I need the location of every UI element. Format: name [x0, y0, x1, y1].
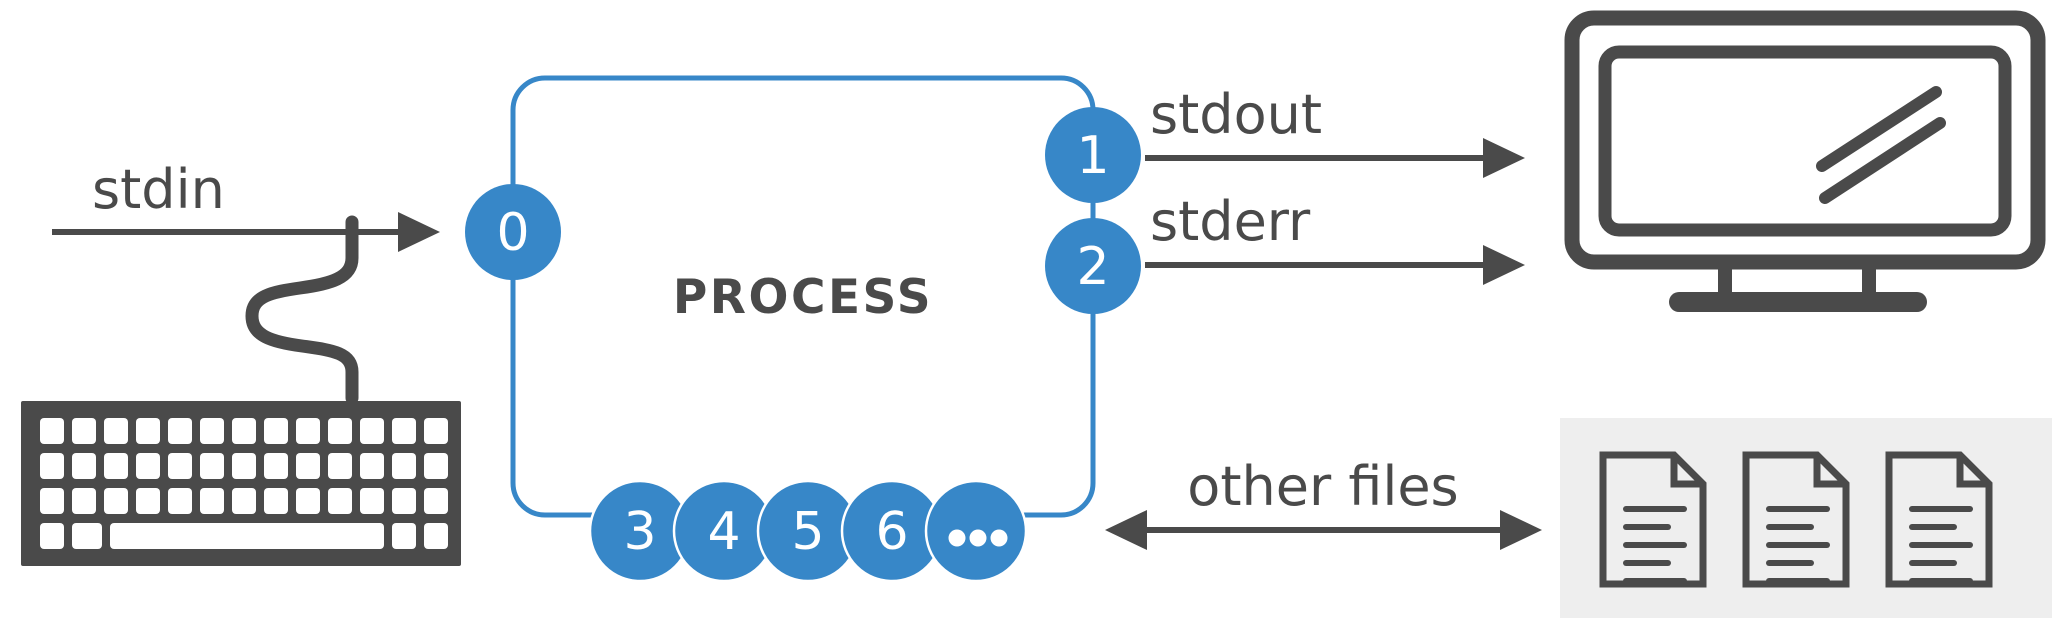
fd-1-label: 1	[1076, 126, 1109, 186]
fd-1-node[interactable]: 1	[1045, 107, 1141, 203]
stdin-arrow	[52, 212, 440, 252]
fd-3-node[interactable]: 3	[588, 479, 692, 583]
ellipsis-icon	[948, 529, 1008, 547]
file-icon-2	[1742, 451, 1850, 588]
stdout-arrow	[1145, 138, 1525, 178]
fd-0-node[interactable]: 0	[465, 184, 561, 280]
stderr-arrow	[1145, 245, 1525, 285]
fd-4-label: 4	[707, 502, 740, 562]
fd-2-node[interactable]: 2	[1045, 218, 1141, 314]
storage-panel	[1560, 418, 2052, 618]
monitor-icon	[1564, 10, 2046, 312]
keyboard-icon	[21, 215, 461, 566]
file-icon-3	[1885, 451, 1993, 588]
fd-5-label: 5	[791, 502, 824, 562]
stdin-label: stdin	[92, 158, 225, 221]
fd-more-node[interactable]	[924, 479, 1028, 583]
fd-2-label: 2	[1076, 237, 1109, 297]
other-files-arrow	[1105, 510, 1542, 550]
fd-3-label: 3	[623, 502, 656, 562]
stdout-label: stdout	[1150, 83, 1322, 146]
fd-0-label: 0	[496, 203, 529, 263]
fd-6-label: 6	[875, 502, 908, 562]
fd-5-node[interactable]: 5	[756, 479, 860, 583]
stderr-label: stderr	[1150, 190, 1311, 253]
process-label: PROCESS	[673, 270, 933, 325]
file-icon-1	[1599, 451, 1707, 588]
other-files-label: other files	[1187, 455, 1458, 518]
